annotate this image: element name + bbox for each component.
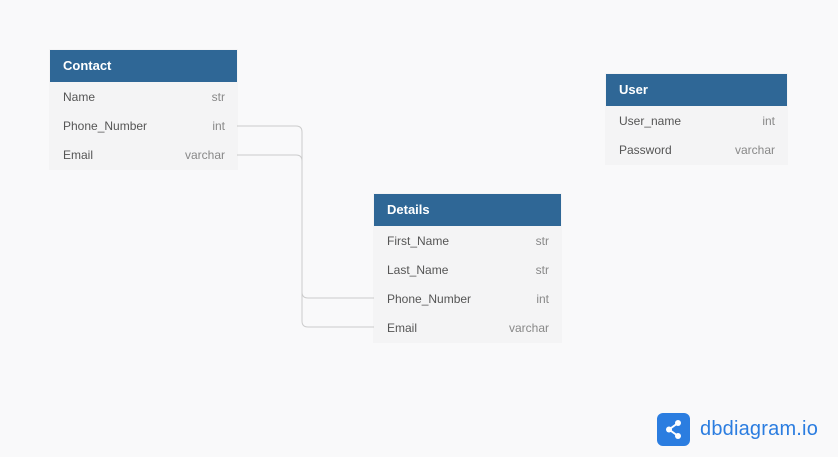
table-field-row[interactable]: Email varchar [50, 140, 237, 169]
field-name: Email [63, 147, 94, 162]
field-name: Email [387, 320, 418, 335]
field-name: Last_Name [387, 262, 449, 277]
field-type: varchar [508, 320, 549, 335]
field-name: Name [63, 89, 96, 104]
table-header-contact[interactable]: Contact [50, 50, 237, 82]
table-details[interactable]: Details First_Name str Last_Name str Pho… [374, 194, 561, 342]
field-name: Phone_Number [387, 291, 472, 306]
share-nodes-icon [657, 413, 690, 446]
field-type: varchar [184, 147, 225, 162]
table-field-row[interactable]: Phone_Number int [50, 111, 237, 140]
table-header-user[interactable]: User [606, 74, 787, 106]
field-type: str [535, 262, 549, 277]
table-field-row[interactable]: Email varchar [374, 313, 561, 342]
table-header-details[interactable]: Details [374, 194, 561, 226]
table-field-row[interactable]: Last_Name str [374, 255, 561, 284]
table-contact[interactable]: Contact Name str Phone_Number int Email … [50, 50, 237, 169]
field-type: str [211, 89, 225, 104]
table-field-row[interactable]: Phone_Number int [374, 284, 561, 313]
field-name: Password [619, 142, 672, 157]
field-type: varchar [734, 142, 775, 157]
relation-line-phone-number[interactable] [237, 125, 374, 299]
field-type: int [212, 118, 225, 133]
field-name: User_name [619, 113, 682, 128]
field-type: str [535, 233, 549, 248]
field-type: int [536, 291, 549, 306]
brand-name: dbdiagram.io [700, 418, 819, 440]
table-field-row[interactable]: First_Name str [374, 226, 561, 255]
table-field-row[interactable]: Password varchar [606, 135, 787, 164]
table-field-row[interactable]: User_name int [606, 106, 787, 135]
brand-logo[interactable]: dbdiagram.io [657, 413, 818, 446]
field-name: First_Name [387, 233, 450, 248]
table-user[interactable]: User User_name int Password varchar [606, 74, 787, 164]
field-type: int [762, 113, 775, 128]
table-field-row[interactable]: Name str [50, 82, 237, 111]
relation-line-email[interactable] [237, 154, 374, 328]
field-name: Phone_Number [63, 118, 148, 133]
